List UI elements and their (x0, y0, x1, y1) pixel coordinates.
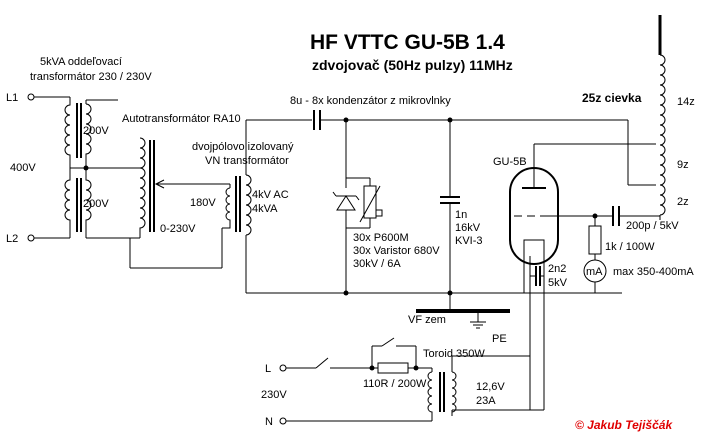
rf-ground (416, 293, 510, 329)
filament-supply (279, 337, 544, 425)
autotransformer-name: Autotransformátor RA10 (122, 113, 241, 125)
rectifier-line3: 30kV / 6A (353, 258, 401, 270)
hv-capacitor (440, 120, 460, 296)
mains-voltage-label: 400V (10, 162, 36, 174)
winding-top-voltage: 200V (83, 125, 109, 137)
coil-tap-2: 2z (677, 196, 689, 208)
resonant-coil (627, 15, 666, 220)
filament-bypass-capacitor (530, 266, 544, 286)
hv-transformer-voltage: 4kV AC (252, 189, 289, 201)
rectifier-stack (332, 120, 383, 296)
terminal-n-label: N (265, 416, 273, 428)
filament-secondary-voltage: 12,6V (476, 381, 505, 393)
hv-transformer-power: 4kVA (252, 203, 278, 215)
filament-cap-value: 2n2 (548, 263, 566, 275)
coil-label: 25z cievka (582, 91, 642, 105)
rectifier-line1: 30x P600M (353, 232, 409, 244)
tube-name: GU-5B (493, 156, 527, 168)
soft-start-resistor-label: 110R / 200W (363, 378, 427, 390)
copyright-notice: © Jakub Tejiščák (575, 418, 673, 432)
milliammeter-label: mA (586, 266, 603, 278)
toroid-label: Toroid 350W (423, 348, 485, 360)
hv-transformer-line2: VN transformátor (205, 155, 289, 167)
pe-label: PE (492, 333, 507, 345)
autotransformer-range: 0-230V (160, 223, 196, 235)
coupling-capacitor-label: 8u - 8x kondenzátor z mikrovlnky (290, 95, 451, 107)
svg-text:L1: L1 (6, 92, 18, 104)
filament-secondary-current: 23A (476, 395, 496, 407)
autotransformer-tap: 180V (190, 197, 216, 209)
grid-capacitor-label: 200p / 5kV (626, 220, 679, 232)
grid-network (544, 206, 660, 294)
hv-capacitor-value: 1n (455, 209, 467, 221)
isolation-transformer (64, 97, 140, 239)
mains-terminal-l1: L1 (6, 92, 70, 104)
filament-cap-voltage: 5kV (548, 277, 568, 289)
rectifier-line2: 30x Varistor 680V (353, 245, 440, 257)
isolation-transformer-ratio: transformátor 230 / 230V (30, 71, 152, 83)
diagram-subtitle: zdvojovač (50Hz pulzy) 11MHz (312, 57, 513, 73)
hv-capacitor-type: KVI-3 (455, 235, 483, 247)
coupling-capacitor (313, 110, 628, 130)
hv-capacitor-voltage: 16kV (455, 222, 481, 234)
hv-transformer-line1: dvojpólovo izolovaný (192, 141, 294, 153)
mains-terminal-l2: L2 (6, 233, 70, 245)
terminal-l-label: L (265, 363, 271, 375)
rf-ground-label: VF zem (408, 314, 446, 326)
milliammeter-range: max 350-400mA (613, 266, 694, 278)
diagram-title: HF VTTC GU-5B 1.4 (310, 31, 505, 54)
svg-text:L2: L2 (6, 233, 18, 245)
winding-bottom-voltage: 200V (83, 198, 109, 210)
coil-tap-14: 14z (677, 96, 695, 108)
autotransformer (118, 137, 230, 269)
isolation-transformer-name: 5kVA oddeľovací (40, 56, 122, 68)
grid-resistor-label: 1k / 100W (605, 241, 655, 253)
filament-mains-voltage: 230V (261, 389, 287, 401)
tube-gu5b (509, 143, 628, 410)
coil-tap-9: 9z (677, 159, 689, 171)
